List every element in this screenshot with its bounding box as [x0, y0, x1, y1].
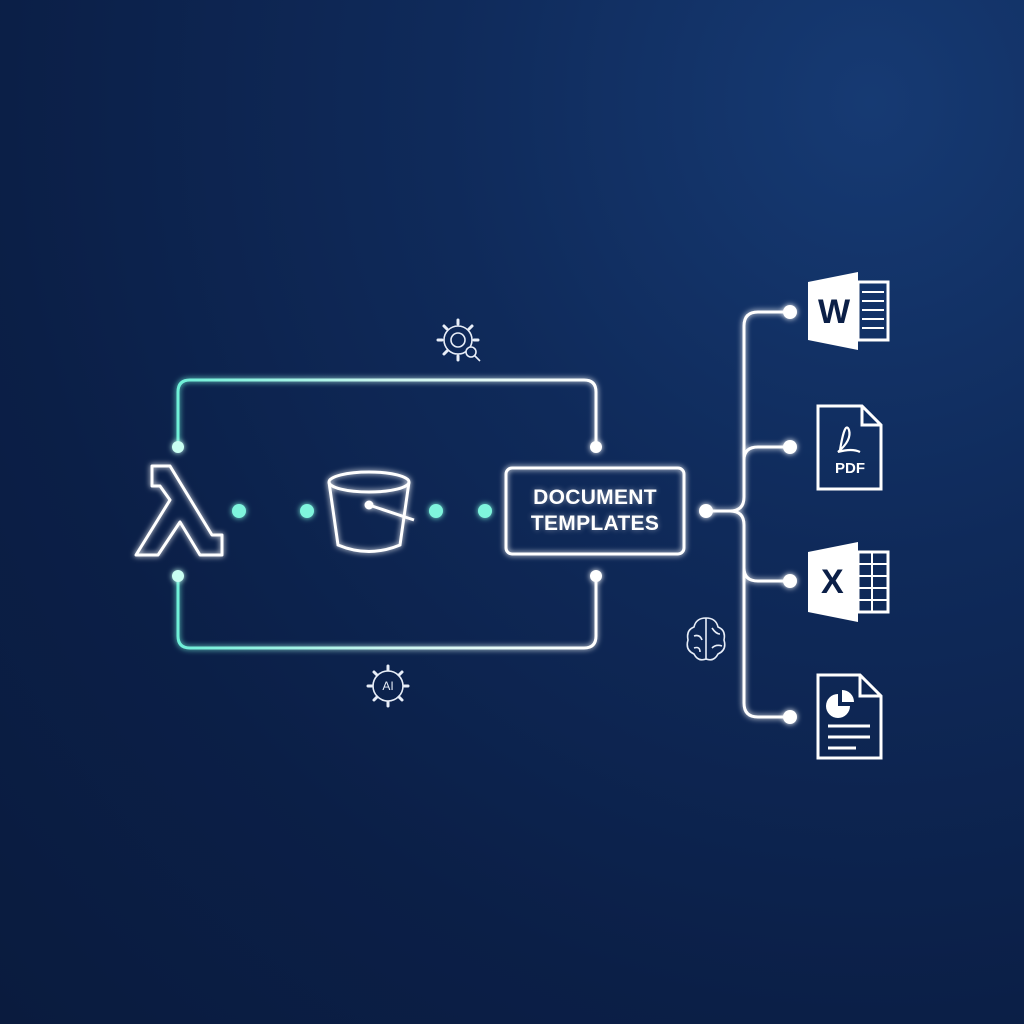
- connector-dot: [590, 441, 602, 453]
- excel-letter: X: [821, 563, 844, 601]
- top-loop-connector: [176, 378, 598, 447]
- connector-dot: [783, 305, 797, 319]
- connector-dot: [699, 504, 713, 518]
- pdf-document-icon: [816, 404, 883, 491]
- ai-gear-label: AI: [382, 679, 394, 693]
- connector-dot: [783, 574, 797, 588]
- lambda-icon: [134, 464, 224, 557]
- templates-label-line1: DOCUMENT: [533, 486, 657, 509]
- output-tree-connector: [706, 310, 790, 719]
- excel-document-icon: [808, 542, 890, 622]
- connector-dot: [232, 504, 246, 518]
- connector-dot: [172, 570, 184, 582]
- report-document-icon: [816, 673, 883, 760]
- pdf-label: PDF: [835, 460, 865, 477]
- connector-dot: [429, 504, 443, 518]
- connector-dot: [783, 440, 797, 454]
- connector-dot: [300, 504, 314, 518]
- connector-dot: [172, 441, 184, 453]
- templates-box: [504, 466, 686, 556]
- connector-dot: [590, 570, 602, 582]
- word-document-icon: [808, 272, 890, 350]
- brain-icon: [686, 617, 726, 661]
- gear-search-icon: [436, 318, 481, 362]
- templates-label: DOCUMENT TEMPLATES: [506, 468, 684, 554]
- ai-gear-icon: [366, 664, 410, 708]
- connector-dot: [783, 710, 797, 724]
- word-letter: W: [818, 293, 851, 331]
- connector-dot: [478, 504, 492, 518]
- storage-bucket-icon: [327, 470, 415, 553]
- bottom-loop-connector: [176, 576, 598, 650]
- templates-label-line2: TEMPLATES: [530, 512, 660, 535]
